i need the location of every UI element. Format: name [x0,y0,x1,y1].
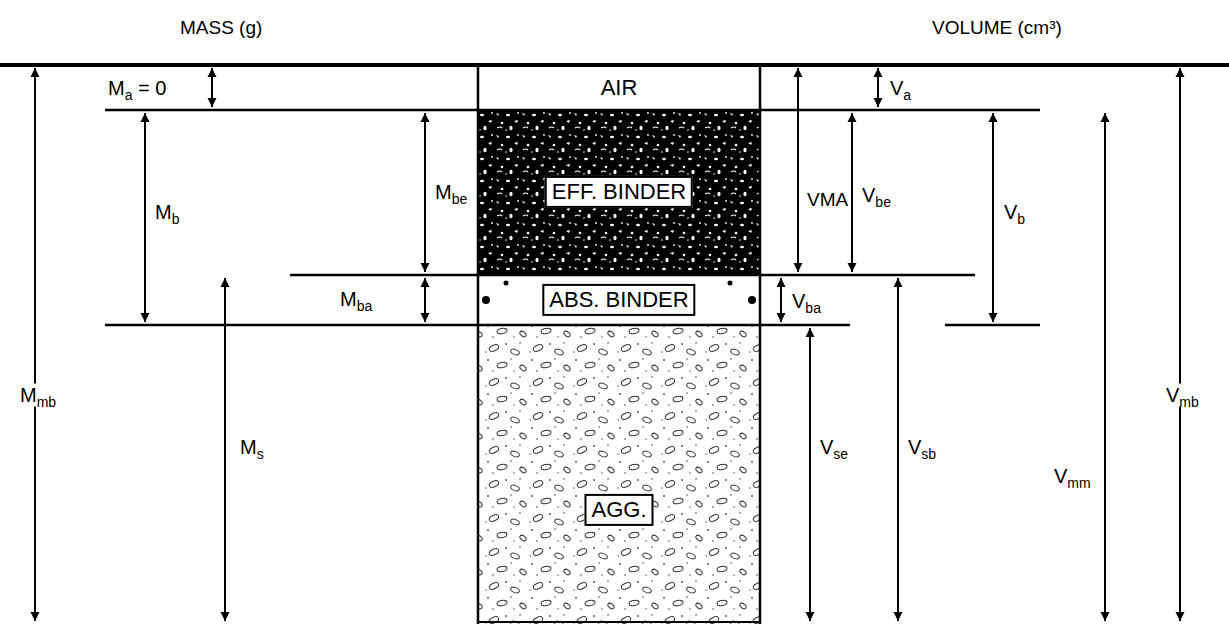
mass-label: Mbe [433,181,469,204]
mass-label: Mmb [18,384,58,407]
dimension-arrow [877,68,879,107]
binder-dot [504,281,509,286]
mass-label: Mba [338,288,374,311]
phase-line [945,324,1040,327]
phase-line [105,109,1040,112]
volume-label: VMA [805,189,850,211]
volume-label: Vmb [1164,384,1201,407]
volume-label: Vbe [860,184,893,207]
dimension-arrow [424,113,426,272]
axis-heading: MASS (g) [178,17,264,39]
phase-line [105,324,850,327]
axis-heading: VOLUME (cm³) [930,17,1064,39]
volume-label: Vb [1002,201,1027,224]
binder-dot [728,281,733,286]
effective-binder-band: EFF. BINDER [478,110,760,275]
phase-label: AIR [601,76,638,100]
volume-label: Va [888,77,913,100]
dimension-arrow [992,113,994,322]
dimension-arrow [34,68,36,621]
column-side [477,65,480,624]
binder-dot [482,296,490,304]
top-line [0,63,1229,67]
dimension-arrow [224,278,226,621]
column-bottom [478,621,760,623]
dimension-arrow [1104,113,1106,621]
aggregate-band: AGG. [478,325,760,624]
dimension-arrow [1179,68,1181,621]
dimension-arrow [144,113,146,322]
absorbed-binder-band: ABS. BINDER [478,275,760,325]
dimension-arrow [211,68,213,107]
dimension-arrow [897,278,899,621]
binder-fill [478,110,760,275]
dimension-arrow [780,278,782,322]
binder-dot [748,296,756,304]
dimension-arrow [851,113,853,272]
volume-label: Vse [818,436,850,459]
volume-label: Vsb [906,436,938,459]
volume-label: Vmm [1052,465,1093,488]
mass-label: Ma = 0 [106,77,168,100]
column-side [759,65,762,624]
dimension-arrow [424,278,426,322]
air-band: AIR [478,65,760,110]
phase-label: ABS. BINDER [542,284,695,316]
dimension-arrow [797,68,799,272]
dimension-arrow [809,328,811,621]
phase-label: AGG. [584,494,653,526]
mass-label: Ms [238,436,266,459]
phase-label: EFF. BINDER [545,176,693,208]
aggregate-fill [478,325,760,624]
mass-label: Mb [153,201,181,224]
volume-label: Vba [790,290,823,313]
phase-line [290,274,975,277]
